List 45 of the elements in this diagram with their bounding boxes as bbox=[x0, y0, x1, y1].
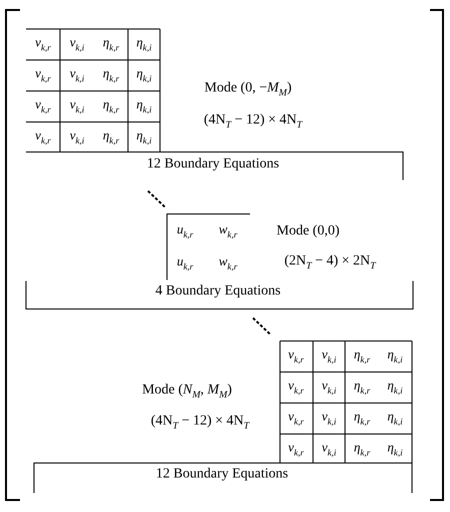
mode-label: Mode (N$_{M}$, M$_{M}$) bbox=[142, 382, 232, 402]
matrix-entry: η$_{k,i}$ bbox=[387, 378, 403, 396]
matrix-entry: v$_{k,r}$ bbox=[35, 36, 51, 52]
matrix-size-label: (4N$_{T}$ − 12) × 4N$_{T}$ bbox=[150, 414, 250, 432]
mode-label: Mode (0, −M$_{M}$) bbox=[204, 80, 292, 100]
matrix-entry: u$_{k,r}$ bbox=[176, 222, 194, 240]
matrix-entry: w$_{k,r}$ bbox=[218, 254, 238, 272]
matrix-entry: v$_{k,r}$ bbox=[288, 348, 304, 364]
matrix-entry: v$_{k,i}$ bbox=[70, 36, 84, 52]
matrix-size-label: (4N$_{T}$ − 12) × 4N$_{T}$ bbox=[204, 112, 302, 132]
matrix-entry: η$_{k,i}$ bbox=[136, 98, 152, 114]
matrix-entry: v$_{k,i}$ bbox=[322, 378, 336, 396]
matrix-entry: v$_{k,r}$ bbox=[288, 410, 304, 426]
matrix-entry: η$_{k,r}$ bbox=[354, 348, 370, 364]
matrix-entry: η$_{k,r}$ bbox=[102, 66, 120, 84]
matrix-entry: v$_{k,r}$ bbox=[35, 128, 51, 146]
matrix-entry: v$_{k,i}$ bbox=[322, 348, 336, 364]
mode-label: Mode (0,0) bbox=[276, 223, 340, 239]
matrix-entry: v$_{k,i}$ bbox=[70, 128, 84, 146]
matrix-entry: v$_{k,i}$ bbox=[70, 98, 84, 114]
matrix-entry: v$_{k,r}$ bbox=[35, 98, 51, 114]
matrix-entry: η$_{k,i}$ bbox=[387, 440, 403, 458]
matrix-entry: η$_{k,i}$ bbox=[136, 128, 152, 146]
matrix-entry: η$_{k,r}$ bbox=[102, 98, 120, 114]
matrix-size-label: (2N$_{T}$ − 4) × 2N$_{T}$ bbox=[284, 254, 376, 272]
matrix-entry: u$_{k,r}$ bbox=[176, 254, 194, 272]
matrix-entry: η$_{k,r}$ bbox=[354, 410, 370, 426]
matrix-entry: η$_{k,r}$ bbox=[102, 128, 120, 146]
matrix-entry: η$_{k,i}$ bbox=[136, 36, 152, 52]
boundary-equations-label: 12 Boundary Equations bbox=[146, 156, 280, 172]
matrix-entry: v$_{k,r}$ bbox=[288, 440, 304, 458]
matrix-entry: η$_{k,i}$ bbox=[387, 348, 403, 364]
boundary-equations-label: 12 Boundary Equations bbox=[156, 466, 288, 482]
matrix-entry: η$_{k,r}$ bbox=[102, 36, 120, 52]
matrix-entry: v$_{k,i}$ bbox=[70, 66, 84, 84]
matrix-entry: η$_{k,i}$ bbox=[136, 66, 152, 84]
matrix-entry: v$_{k,r}$ bbox=[35, 66, 51, 84]
matrix-entry: v$_{k,r}$ bbox=[288, 378, 304, 396]
matrix-entry: η$_{k,i}$ bbox=[387, 410, 403, 426]
matrix-entry: v$_{k,i}$ bbox=[322, 410, 336, 426]
matrix-entry: η$_{k,r}$ bbox=[354, 440, 370, 458]
matrix-entry: w$_{k,r}$ bbox=[218, 222, 238, 240]
matrix-entry: v$_{k,i}$ bbox=[322, 440, 336, 458]
boundary-equations-label: 4 Boundary Equations bbox=[155, 283, 281, 299]
matrix-entry: η$_{k,r}$ bbox=[354, 378, 370, 396]
